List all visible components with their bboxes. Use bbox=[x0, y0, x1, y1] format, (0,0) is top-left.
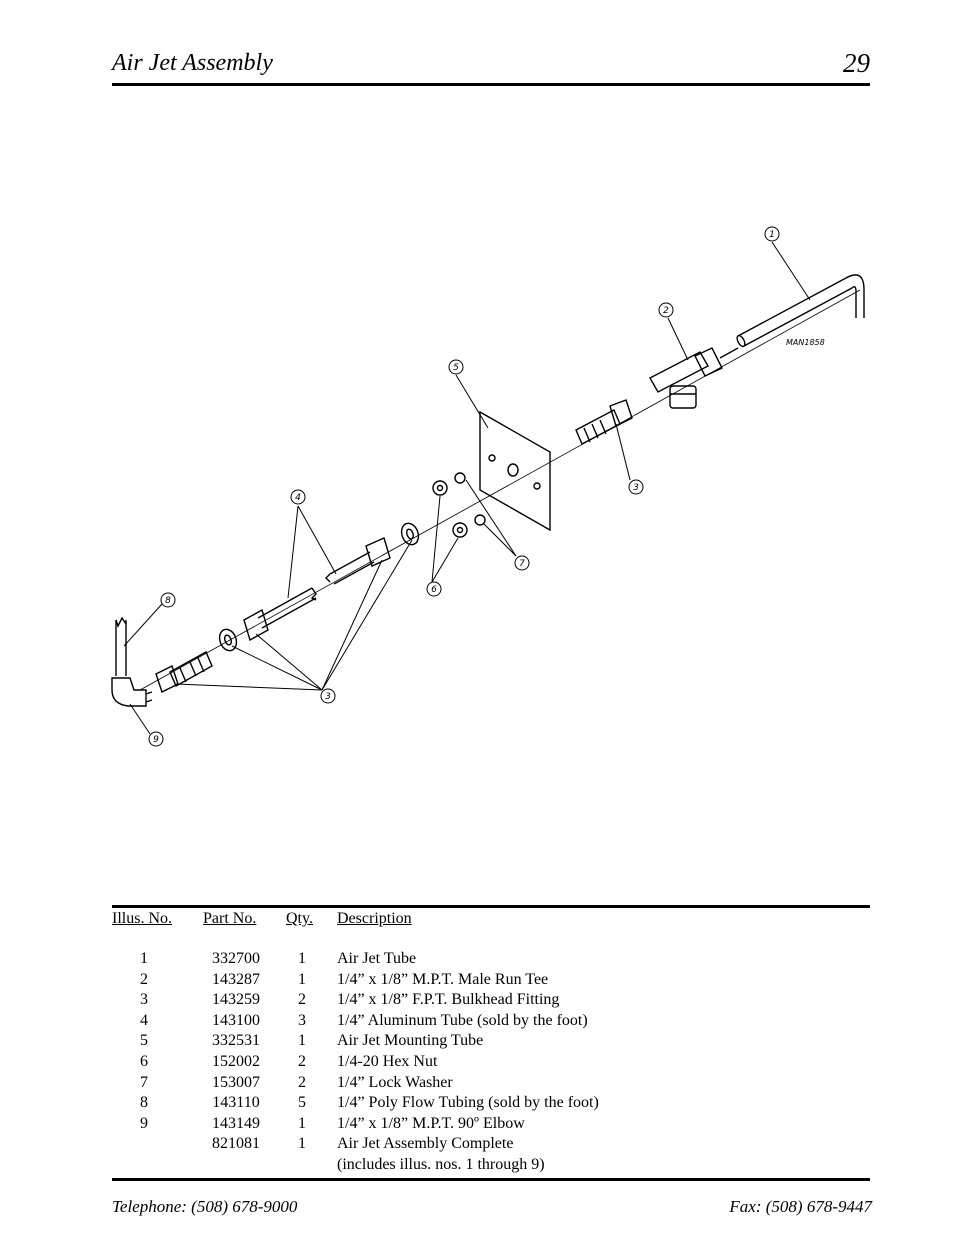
parts-table: 1 332700 1 Air Jet Tube 2 143287 1 1/4” … bbox=[112, 950, 852, 1177]
callout-5: 5 bbox=[453, 363, 459, 373]
col-header-qty: Qty. bbox=[286, 910, 313, 927]
callout-2: 2 bbox=[663, 306, 669, 316]
callout-1: 1 bbox=[769, 230, 775, 240]
part-no: 332700 bbox=[212, 950, 260, 967]
description: (includes illus. nos. 1 through 9) bbox=[337, 1155, 545, 1173]
table-row: (includes illus. nos. 1 through 9) bbox=[112, 1156, 852, 1177]
part-no: 821081 bbox=[212, 1135, 260, 1153]
description: 1/4-20 Hex Nut bbox=[337, 1052, 438, 1070]
description: 1/4” Aluminum Tube (sold by the foot) bbox=[337, 1011, 588, 1029]
lock-washer-upper bbox=[454, 472, 466, 484]
elbow-part bbox=[111, 677, 153, 707]
callout-circles bbox=[148, 226, 780, 747]
part-no: 143110 bbox=[212, 1094, 260, 1112]
qty: 2 bbox=[298, 1052, 306, 1070]
illus-no: 3 bbox=[140, 991, 148, 1009]
illus-no: 7 bbox=[140, 1073, 148, 1091]
col-header-part: Part No. bbox=[203, 910, 257, 927]
page-title: Air Jet Assembly bbox=[112, 50, 273, 76]
qty: 1 bbox=[298, 1135, 306, 1153]
header-rule bbox=[112, 83, 870, 86]
part-no: 143149 bbox=[212, 1114, 260, 1132]
description: Air Jet Mounting Tube bbox=[337, 1032, 484, 1050]
callout-3-right: 3 bbox=[633, 483, 639, 493]
part-no: 332531 bbox=[212, 1032, 260, 1050]
table-row: 2 143287 1 1/4” x 1/8” M.P.T. Male Run T… bbox=[112, 971, 852, 992]
leader-lines bbox=[123, 241, 811, 735]
footer-telephone: Telephone: (508) 678-9000 bbox=[112, 1197, 298, 1216]
qty: 1 bbox=[298, 1032, 306, 1050]
col-header-desc: Description bbox=[337, 910, 412, 927]
table-row: 4 143100 3 1/4” Aluminum Tube (sold by t… bbox=[112, 1012, 852, 1033]
qty: 5 bbox=[298, 1094, 306, 1112]
description: Air Jet Tube bbox=[337, 950, 417, 967]
table-row: 1 332700 1 Air Jet Tube bbox=[112, 950, 852, 971]
description: 1/4” Lock Washer bbox=[337, 1073, 453, 1091]
callout-4: 4 bbox=[295, 493, 301, 503]
bulkhead-fitting-right-part bbox=[575, 399, 633, 445]
description: 1/4” x 1/8” M.P.T. Male Run Tee bbox=[337, 970, 549, 988]
footer-rule bbox=[112, 1178, 870, 1181]
table-row: 7 153007 2 1/4” Lock Washer bbox=[112, 1074, 852, 1095]
description: 1/4” Poly Flow Tubing (sold by the foot) bbox=[337, 1094, 599, 1112]
hex-nut-lower bbox=[452, 522, 468, 538]
illus-no: 6 bbox=[140, 1052, 148, 1070]
table-row: 821081 1 Air Jet Assembly Complete bbox=[112, 1135, 852, 1156]
assembly-centerline bbox=[139, 289, 861, 691]
callout-7: 7 bbox=[519, 559, 525, 569]
illus-no: 8 bbox=[140, 1094, 148, 1112]
callout-3-left: 3 bbox=[325, 692, 331, 702]
part-no: 143259 bbox=[212, 991, 260, 1009]
aluminum-tube-part bbox=[243, 537, 391, 642]
description: 1/4” x 1/8” F.P.T. Bulkhead Fitting bbox=[337, 991, 560, 1009]
table-row: 5 332531 1 Air Jet Mounting Tube bbox=[112, 1032, 852, 1053]
table-row: 8 143110 5 1/4” Poly Flow Tubing (sold b… bbox=[112, 1094, 852, 1115]
mounting-plate-part bbox=[479, 410, 551, 532]
part-no: 153007 bbox=[212, 1073, 260, 1091]
exploded-assembly-diagram: 1 2 3 3 4 5 6 7 8 9 MAN1858 bbox=[111, 226, 865, 747]
illus-no: 1 bbox=[140, 950, 148, 967]
table-row: 9 143149 1 1/4” x 1/8” M.P.T. 90º Elbow bbox=[112, 1115, 852, 1136]
callout-6: 6 bbox=[431, 585, 437, 595]
qty: 3 bbox=[298, 1011, 306, 1029]
male-run-tee-part bbox=[649, 347, 739, 409]
description: 1/4” x 1/8” M.P.T. 90º Elbow bbox=[337, 1114, 525, 1132]
part-no: 152002 bbox=[212, 1052, 260, 1070]
qty: 1 bbox=[298, 970, 306, 988]
lock-washer-lower bbox=[474, 514, 486, 526]
hex-nut-upper bbox=[432, 480, 448, 496]
illus-no: 5 bbox=[140, 1032, 148, 1050]
drawing-number: MAN1858 bbox=[786, 338, 825, 347]
callout-9: 9 bbox=[153, 735, 159, 745]
part-no: 143100 bbox=[212, 1011, 260, 1029]
illus-no: 2 bbox=[140, 970, 148, 988]
flat-washer-lower-part bbox=[218, 628, 238, 652]
callout-8: 8 bbox=[165, 596, 171, 606]
part-no: 143287 bbox=[212, 970, 260, 988]
flat-washer-part bbox=[400, 522, 420, 546]
qty: 2 bbox=[298, 991, 306, 1009]
qty: 1 bbox=[298, 950, 306, 967]
air-jet-tube-part bbox=[736, 274, 865, 348]
table-row: 3 143259 2 1/4” x 1/8” F.P.T. Bulkhead F… bbox=[112, 991, 852, 1012]
col-header-illus: Illus. No. bbox=[112, 910, 172, 927]
page-number: 29 bbox=[843, 48, 870, 78]
qty: 1 bbox=[298, 1114, 306, 1132]
illus-no: 4 bbox=[140, 1011, 148, 1029]
illus-no: 9 bbox=[140, 1114, 148, 1132]
poly-tubing-part bbox=[115, 616, 127, 676]
description: Air Jet Assembly Complete bbox=[337, 1135, 514, 1153]
table-top-rule bbox=[112, 905, 870, 908]
table-row: 6 152002 2 1/4-20 Hex Nut bbox=[112, 1053, 852, 1074]
qty: 2 bbox=[298, 1073, 306, 1091]
bulkhead-fitting-left-part bbox=[155, 651, 213, 693]
footer-fax: Fax: (508) 678-9447 bbox=[729, 1197, 872, 1216]
